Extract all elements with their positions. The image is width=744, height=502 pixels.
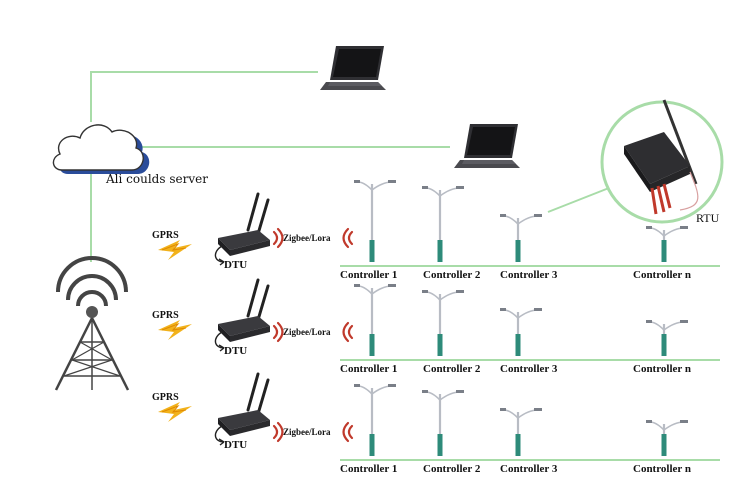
dtu-router-icon: [213, 192, 272, 267]
link-type-label: Zigbee/Lora: [283, 233, 331, 243]
street-light-icon: [354, 284, 396, 356]
street-light-icon: [646, 420, 688, 456]
dtu-label: DTU: [224, 259, 247, 271]
controller-label: Controller 3: [500, 363, 558, 375]
link-type-label: Zigbee/Lora: [283, 427, 331, 437]
street-light-icon: [422, 186, 464, 262]
dtu-router-icon: [213, 372, 272, 447]
controller-label: Controller 1: [340, 269, 397, 281]
gprs-label: GPRS: [152, 230, 179, 241]
dtu-label: DTU: [224, 345, 247, 357]
wireless-signal-icon: [272, 227, 284, 249]
wireless-signal-icon: [342, 421, 354, 443]
controller-label: Controller n: [633, 269, 691, 281]
gprs-label: GPRS: [152, 310, 179, 321]
link-type-label: Zigbee/Lora: [283, 327, 331, 337]
rtu-label: RTU: [696, 211, 720, 225]
cell-tower-icon: [54, 256, 130, 391]
laptop-icon: [320, 46, 386, 90]
street-light-icon: [500, 308, 542, 356]
controller-label: Controller n: [633, 363, 691, 375]
wireless-signal-icon: [272, 321, 284, 343]
server-label: Ali coulds server: [105, 172, 208, 186]
controller-label: Controller 2: [423, 463, 481, 475]
dtu-label: DTU: [224, 439, 247, 451]
laptop-icon: [454, 124, 520, 168]
wireless-signal-icon: [342, 321, 354, 343]
controller-label: Controller 3: [500, 269, 558, 281]
controller-label: Controller 2: [423, 363, 481, 375]
street-light-icon: [646, 226, 688, 262]
dtu-router-icon: [213, 278, 272, 353]
lightning-icon: [157, 239, 193, 261]
gprs-label: GPRS: [152, 392, 179, 403]
wireless-signal-icon: [342, 227, 354, 249]
controller-label: Controller 3: [500, 463, 558, 475]
controller-label: Controller 2: [423, 269, 481, 281]
street-light-icon: [500, 408, 542, 456]
street-light-icon: [422, 290, 464, 356]
street-light-icon: [646, 320, 688, 356]
street-light-icon: [422, 390, 464, 456]
wireless-signal-icon: [272, 421, 284, 443]
connection-lines: [90, 71, 720, 461]
controller-label: Controller 1: [340, 363, 397, 375]
lightning-icon: [157, 401, 193, 423]
street-light-icon: [500, 214, 542, 262]
street-light-icon: [354, 180, 396, 262]
street-light-icon: [354, 384, 396, 456]
lightning-icon: [157, 319, 193, 341]
rtu-device-icon: [600, 99, 724, 224]
controller-label: Controller 1: [340, 463, 397, 475]
cloud-icon: [52, 124, 150, 174]
controller-label: Controller n: [633, 463, 691, 475]
